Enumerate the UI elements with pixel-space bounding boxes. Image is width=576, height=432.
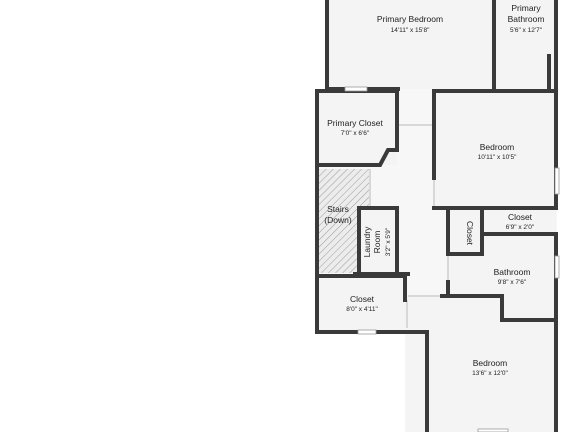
primary-closet-dims: 7'0" x 6'6": [341, 130, 370, 137]
window: [554, 255, 560, 279]
stairs-label-line2: (Down): [324, 215, 352, 225]
closet-right-floor: [482, 208, 556, 234]
windows: [344, 86, 560, 432]
laundry-dims: 3'2" x 5'9": [385, 227, 392, 256]
stairs-label-line1: Stairs: [327, 204, 349, 214]
window: [477, 428, 509, 432]
primary-closet-label: Primary Closet: [327, 118, 383, 128]
bedroom-2-floor: [434, 91, 556, 208]
laundry-label-line2: Room: [372, 231, 382, 254]
primary-bathroom-floor: [494, 0, 556, 89]
primary-bedroom-floor: [327, 0, 494, 89]
window: [554, 167, 560, 195]
primary-bathroom-label-line2: Bathroom: [508, 14, 545, 24]
laundry-floor: [359, 208, 397, 274]
closet-right-label: Closet: [508, 212, 533, 222]
window: [344, 86, 368, 92]
closet-left-floor: [317, 276, 405, 332]
primary-bathroom-dims: 5'6" x 12'7": [510, 27, 543, 34]
bedroom-3-label: Bedroom: [473, 358, 508, 368]
bathroom-label: Bathroom: [494, 267, 531, 277]
closet-left-label: Closet: [350, 294, 375, 304]
closet-small-label: Closet: [465, 221, 475, 246]
room-labels: Primary Bedroom 14'11" x 15'8" Primary B…: [324, 3, 544, 377]
thin-lines: [369, 124, 449, 328]
primary-bathroom-label-line1: Primary: [511, 3, 541, 13]
closet-left-dims: 8'0" x 4'11": [346, 306, 378, 313]
closet-right-dims: 6'9" x 2'0": [506, 224, 535, 231]
bathroom-dims: 9'8" x 7'6": [498, 279, 527, 286]
bedroom-3-dims: 13'6" x 12'0": [472, 370, 508, 377]
bedroom-2-dims: 10'11" x 10'5": [478, 154, 517, 161]
bedroom-2-label: Bedroom: [480, 142, 515, 152]
window: [357, 329, 377, 335]
laundry-label-line1: Laundry: [362, 226, 372, 257]
primary-closet-floor: [317, 91, 397, 165]
primary-bedroom-dims: 14'11" x 15'8": [391, 27, 430, 34]
primary-bedroom-label: Primary Bedroom: [377, 14, 443, 24]
